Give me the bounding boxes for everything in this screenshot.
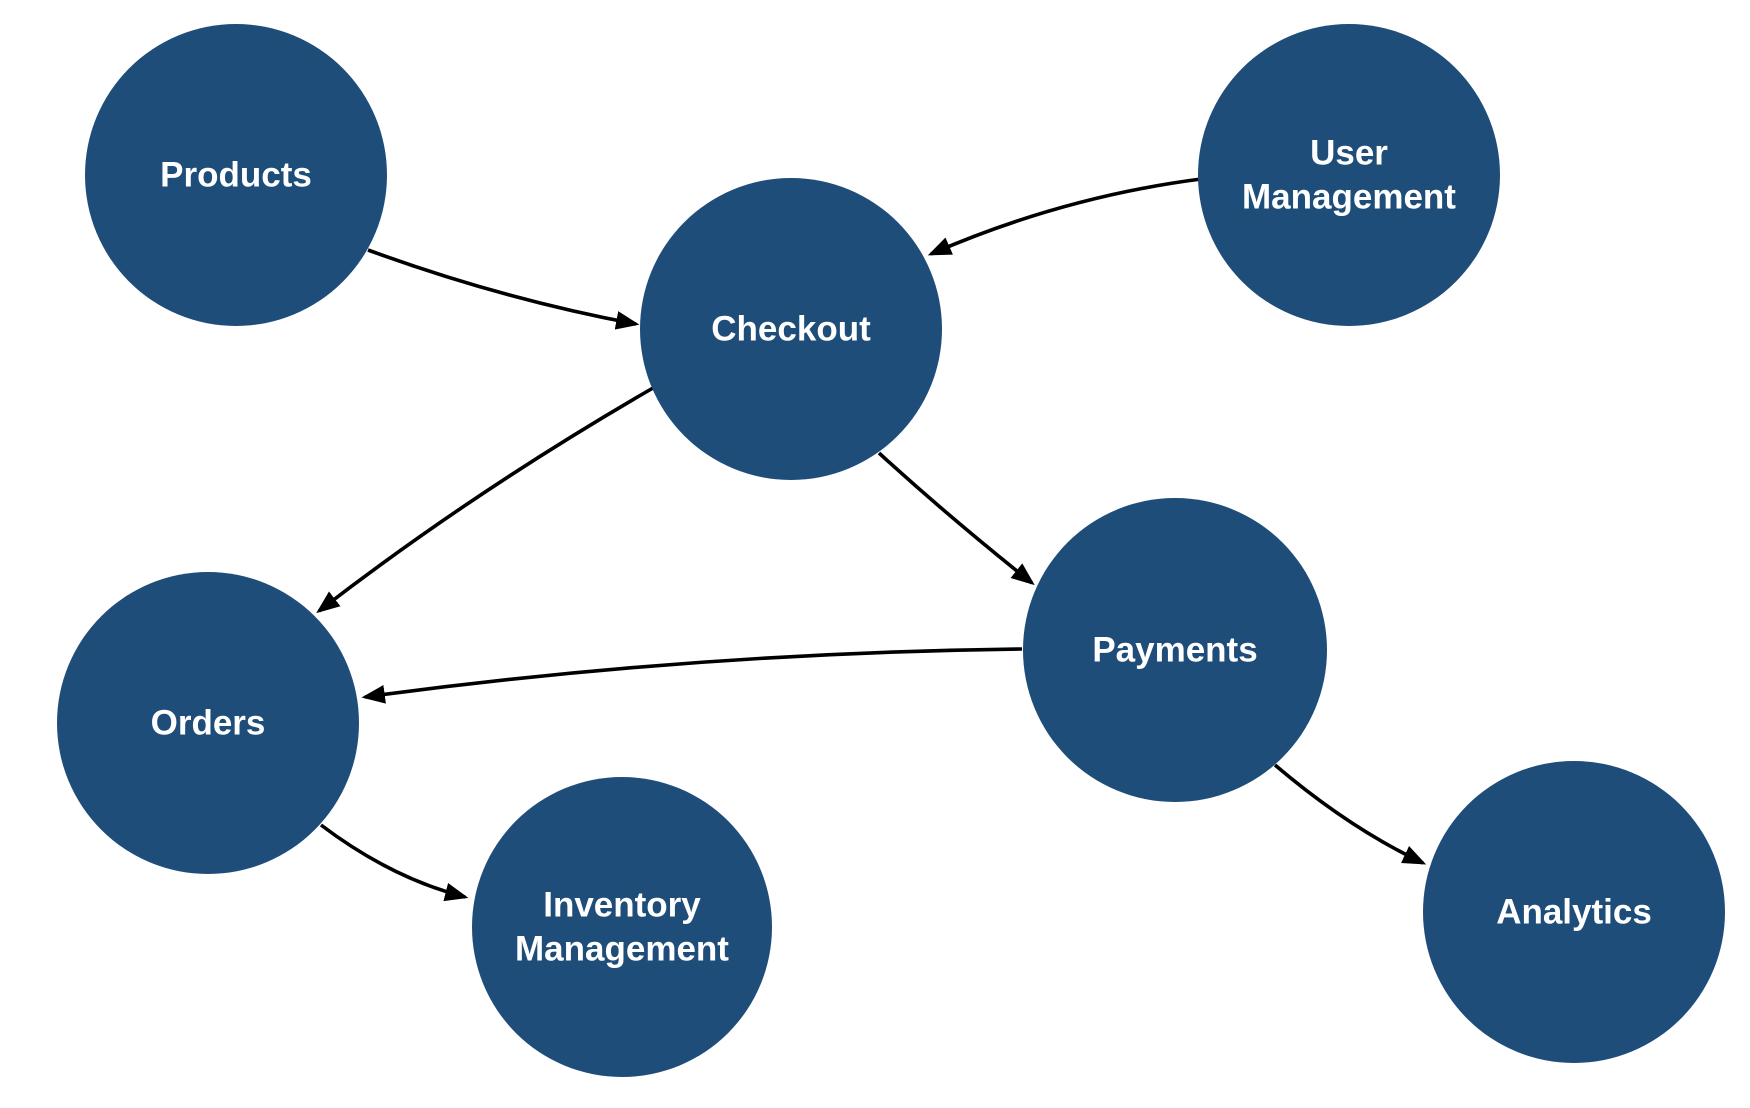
node-circle-payments[interactable] bbox=[1023, 498, 1327, 802]
node-circle-user-management[interactable] bbox=[1198, 24, 1500, 326]
node-circle-analytics[interactable] bbox=[1423, 761, 1725, 1063]
node-circle-orders[interactable] bbox=[57, 572, 359, 874]
node-circle-inventory-management[interactable] bbox=[472, 777, 772, 1077]
edges-layer bbox=[316, 177, 1427, 902]
edge-products-to-checkout bbox=[367, 248, 640, 330]
edge-user-management-to-checkout bbox=[927, 177, 1202, 256]
node-payments[interactable]: Payments bbox=[1023, 498, 1327, 802]
node-circle-products[interactable] bbox=[85, 24, 387, 326]
node-checkout[interactable]: Checkout bbox=[640, 178, 942, 480]
edge-checkout-to-payments bbox=[877, 451, 1035, 586]
node-orders[interactable]: Orders bbox=[57, 572, 359, 874]
edge-orders-to-inventory-management bbox=[319, 823, 469, 902]
node-circle-checkout[interactable] bbox=[640, 178, 942, 480]
edge-payments-to-analytics bbox=[1273, 763, 1427, 865]
node-analytics[interactable]: Analytics bbox=[1423, 761, 1725, 1063]
edge-checkout-to-orders bbox=[316, 386, 654, 614]
edge-payments-to-orders bbox=[361, 647, 1023, 704]
node-products[interactable]: Products bbox=[85, 24, 387, 326]
